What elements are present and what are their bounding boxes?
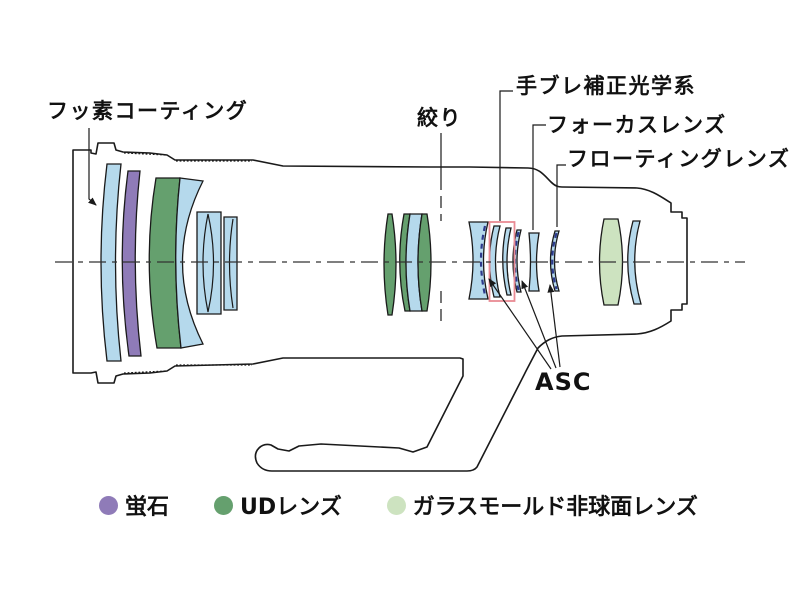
- fluorine-leader: [88, 128, 97, 206]
- legend-item-fluorite: 蛍石: [99, 489, 169, 521]
- legend-item-ud-lens: UDレンズ: [214, 489, 342, 521]
- lens-element-front-doublet-blue: [175, 177, 204, 349]
- asc-arrow-1: [488, 278, 552, 370]
- legend-label-fluorite: 蛍石: [125, 495, 170, 520]
- label-asc: ASC: [535, 368, 592, 396]
- label-fluorine-coating: フッ素コーティング: [47, 99, 249, 123]
- stabilizer-leader: [499, 90, 513, 221]
- lens-element-front-blue: [100, 163, 122, 362]
- floating-leader: [556, 164, 566, 227]
- fluorite-swatch-icon: [99, 495, 118, 515]
- lens-barrel-outline: [72, 142, 688, 472]
- legend-label-ud-lens: UDレンズ: [240, 495, 342, 520]
- lens-element-fluorite: [121, 170, 142, 357]
- lens-element-rear-biconcave: [468, 221, 489, 300]
- ud-lens-swatch-icon: [214, 495, 234, 515]
- asc-arrow-3: [547, 284, 561, 368]
- label-focus-lens: フォーカスレンズ: [547, 113, 727, 137]
- asc-arrow-2: [521, 280, 557, 369]
- callout-leader-lines: [88, 90, 566, 370]
- legend-item-aspherical: ガラスモールド非球面レンズ: [386, 489, 698, 521]
- label-aperture: 絞り: [417, 106, 462, 130]
- legend-label-aspherical: ガラスモールド非球面レンズ: [412, 495, 698, 520]
- aspherical-swatch-icon: [386, 495, 406, 515]
- lens-group-front-small-2: [223, 216, 238, 311]
- lens-element-ud-mid-3: [417, 213, 432, 312]
- label-stabilizer: 手ブレ補正光学系: [516, 74, 696, 98]
- focus-leader: [532, 124, 546, 230]
- lens-group-front-small-1: [196, 211, 222, 315]
- label-floating-lens: フローティングレンズ: [567, 147, 791, 171]
- lens-element-ud-mid-1: [383, 213, 397, 316]
- legend: 蛍石 UDレンズ ガラスモールド非球面レンズ: [99, 489, 698, 521]
